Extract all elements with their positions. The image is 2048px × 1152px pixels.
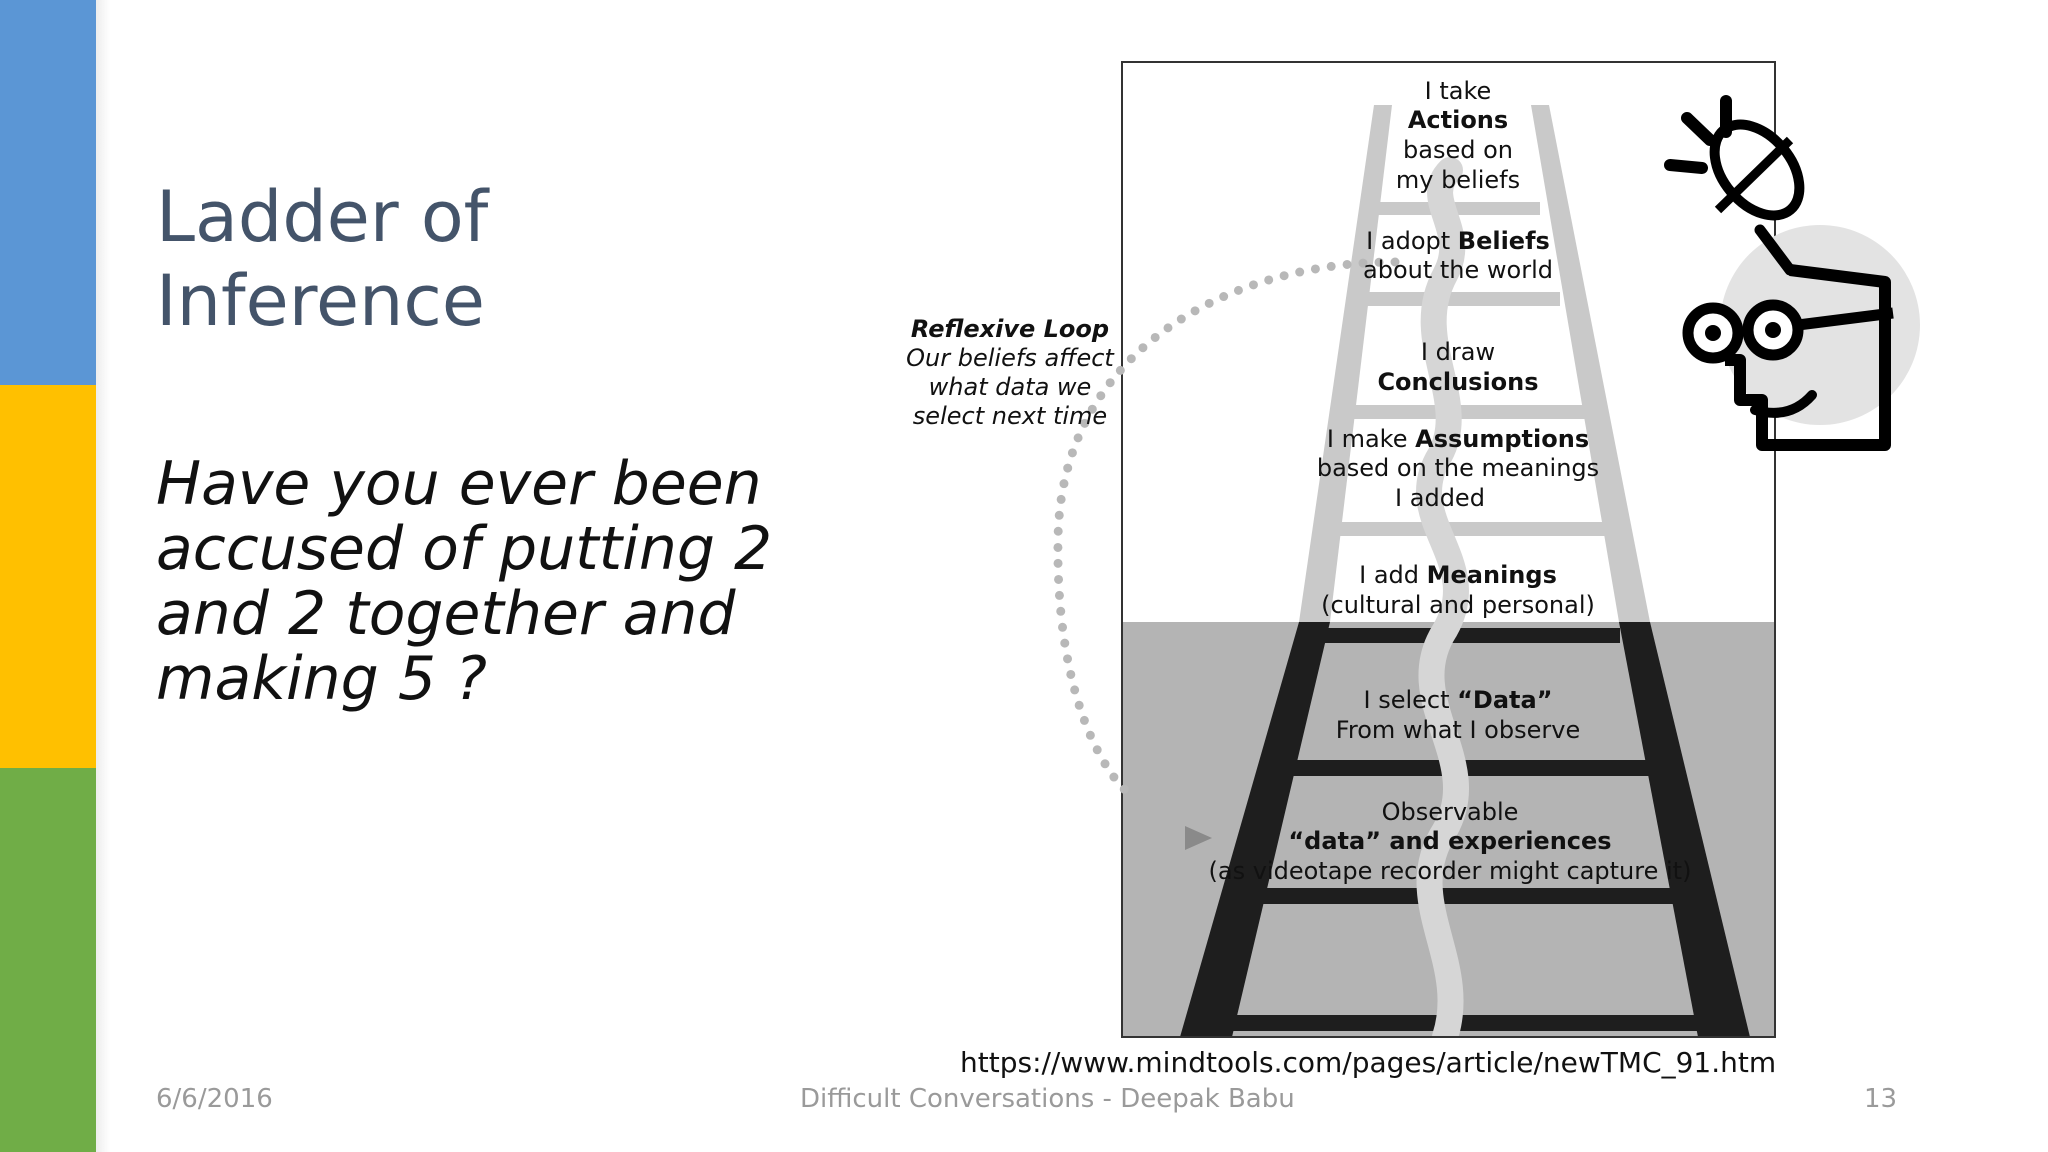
reflexive-loop-title: Reflexive Loop [911, 315, 1109, 343]
ladder-right-rail-lower [1619, 622, 1750, 1037]
ladder-left-rail-lower [1180, 622, 1330, 1037]
rung-assumptions-line: I added [1395, 484, 1485, 512]
rung-data-line: I select “Data” [1364, 686, 1553, 714]
slide-title: Ladder of Inference [156, 175, 716, 343]
accent-bar-yellow [0, 385, 96, 768]
accent-bar-blue [0, 0, 96, 385]
accent-bar-shadow [96, 0, 110, 1152]
reflexive-loop-line: select next time [913, 402, 1107, 430]
rung-beliefs-line: I adopt Beliefs [1366, 227, 1550, 255]
rung-observable-line: (as videotape recorder might capture it) [1209, 857, 1692, 885]
rung-assumptions-line: based on the meanings [1317, 454, 1599, 482]
reflexive-loop-arrowhead [1185, 826, 1212, 850]
rung-conclusions-keyword: Conclusions [1377, 368, 1538, 396]
ladder-rung [1350, 292, 1560, 306]
question-line: accused of putting 2 [156, 514, 773, 584]
question-line: and 2 together and [156, 579, 736, 649]
question-line: Have you ever been [156, 449, 762, 519]
face-icon [1682, 264, 1894, 451]
rung-actions-line: my beliefs [1396, 166, 1520, 194]
rung-conclusions-line: I draw [1421, 338, 1495, 366]
rung-beliefs-line: about the world [1363, 256, 1553, 284]
rung-meanings-line: (cultural and personal) [1321, 591, 1595, 619]
rung-data-line: From what I observe [1336, 716, 1580, 744]
accent-bar-green [0, 768, 96, 1152]
ladder-right-rail-upper [1531, 105, 1650, 622]
rung-actions-line: I take [1425, 77, 1492, 105]
rung-meanings-line: I add Meanings [1359, 561, 1557, 589]
rung-observable-keyword: “data” and experiences [1288, 827, 1611, 855]
source-url[interactable]: https://www.mindtools.com/pages/article/… [960, 1046, 1777, 1079]
reflexive-loop-line: Our beliefs affect [906, 344, 1115, 372]
ladder-rung [1318, 522, 1608, 536]
reflexive-loop-line: what data we [929, 373, 1092, 401]
ladder-rung [1300, 628, 1620, 643]
ladder-rung [1255, 888, 1685, 904]
climbing-path [1416, 157, 1469, 1037]
rung-actions-keyword: Actions [1408, 106, 1508, 134]
rung-actions-line: based on [1403, 136, 1513, 164]
diagram-frame-border [1121, 61, 1776, 1038]
rung-assumptions-line: I make Assumptions [1327, 425, 1589, 453]
ladder-rung [1232, 1015, 1712, 1031]
thinking-person-icon [1664, 95, 1920, 451]
reflexive-loop-arrow [1053, 257, 1400, 795]
rung-observable-line: Observable [1382, 798, 1519, 826]
ladder-left-rail-upper [1299, 105, 1392, 622]
slide-title-line: Ladder of [156, 176, 489, 258]
footer-date: 6/6/2016 [156, 1084, 273, 1114]
slide-question: Have you ever been accused of putting 2 … [156, 452, 796, 712]
footer-title: Difficult Conversations - Deepak Babu [800, 1084, 1295, 1114]
lightbulb-icon [1664, 95, 1805, 276]
question-line: making 5 ? [156, 644, 487, 714]
slide-title-line: Inference [156, 260, 485, 342]
slide-number: 13 [1864, 1084, 1898, 1114]
